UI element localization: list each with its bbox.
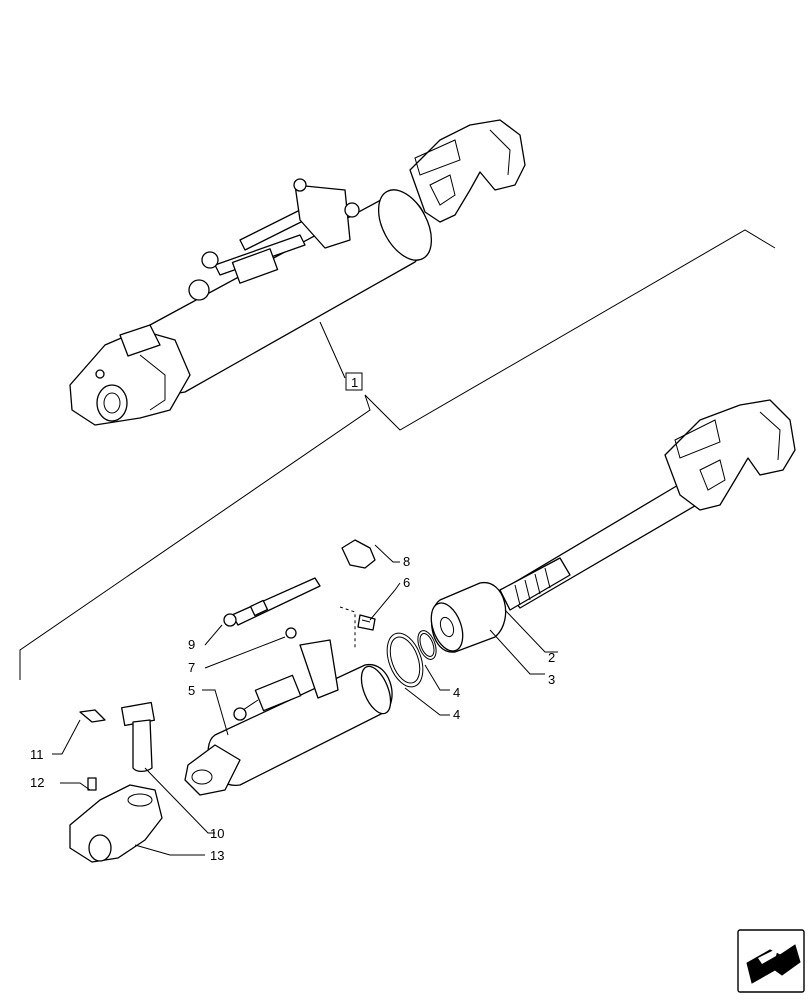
callout-5: 5 <box>188 683 195 698</box>
reference-box <box>345 372 363 391</box>
callout-10: 10 <box>210 826 224 841</box>
part-9-rod <box>223 577 321 627</box>
part-8-clip <box>341 539 376 569</box>
next-page-arrow-icon[interactable] <box>737 929 805 993</box>
leader-lines <box>52 544 558 856</box>
part-10-pin <box>121 701 155 773</box>
callout-12: 12 <box>30 775 44 790</box>
part-13-clevis <box>69 784 163 863</box>
reference-box-label: 1 <box>351 375 358 390</box>
callout-11: 11 <box>30 747 44 762</box>
callout-4b: 4 <box>453 707 460 722</box>
callout-3: 3 <box>548 672 555 687</box>
callout-9: 9 <box>188 637 195 652</box>
part-7-nut <box>285 627 297 639</box>
callout-13: 13 <box>210 848 224 863</box>
callouts: 2 3 4 4 5 6 7 8 9 10 11 12 13 <box>30 554 555 863</box>
part-4-o-rings <box>386 630 437 688</box>
part-12-grease-nipple <box>87 777 97 791</box>
part-6-bolt <box>339 606 376 650</box>
callout-4a: 4 <box>453 685 460 700</box>
part-3-gland <box>430 582 507 653</box>
callout-6: 6 <box>403 575 410 590</box>
callout-2: 2 <box>548 650 555 665</box>
part-2-rod-hook <box>499 399 796 611</box>
reference-group: 1 <box>19 229 776 680</box>
callout-8: 8 <box>403 554 410 569</box>
part-11-spring-clip <box>79 709 106 723</box>
assembled-cylinder <box>69 119 526 426</box>
callout-7: 7 <box>188 660 195 675</box>
part-5-cylinder-barrel <box>184 639 393 796</box>
